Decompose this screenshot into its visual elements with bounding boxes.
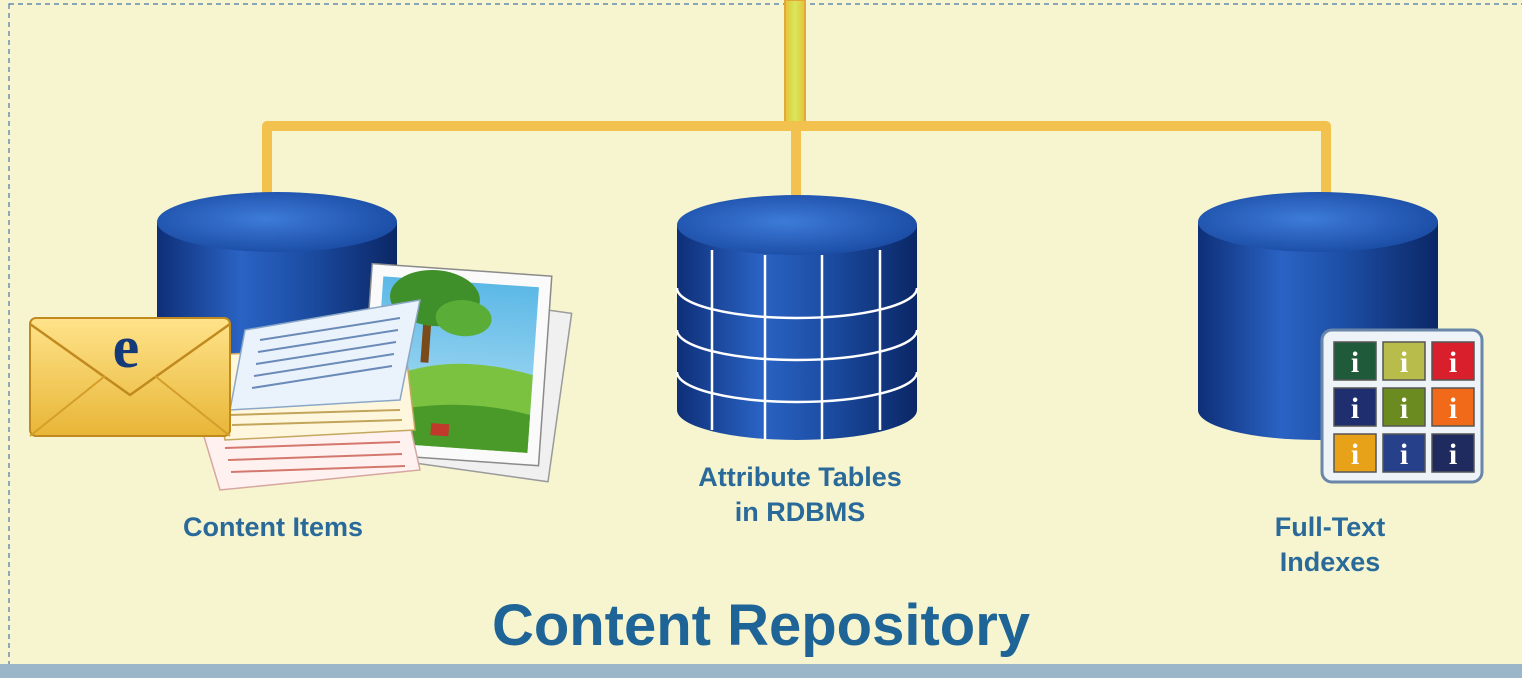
connector-lines: [262, 0, 1331, 205]
index-letter: i: [1400, 438, 1408, 471]
full-text-indexes-label: Full-Text Indexes: [1274, 512, 1386, 577]
index-letter: i: [1449, 438, 1457, 471]
index-letter: i: [1351, 346, 1359, 379]
trunk-connector: [784, 0, 806, 129]
index-letter: i: [1449, 392, 1457, 425]
index-letter: i: [1351, 438, 1359, 471]
bottom-strip: [0, 664, 1522, 678]
content-items-label: Content Items: [182, 512, 364, 542]
attribute-tables-label: Attribute Tables in RDBMS: [698, 462, 902, 527]
document-pages-icon: [189, 299, 421, 491]
email-envelope-icon: e: [29, 314, 231, 437]
index-letter: i: [1400, 346, 1408, 379]
index-letter: i: [1400, 392, 1408, 425]
index-letter: i: [1351, 392, 1359, 425]
attribute-tables-database-icon: [675, 195, 919, 440]
index-grid-icon: i i i i i i i i i: [1320, 328, 1484, 484]
index-letter: i: [1449, 346, 1457, 379]
diagram-title: Content Repository: [491, 593, 1031, 658]
email-letter: e: [113, 314, 140, 380]
dashed-frame: [8, 3, 1522, 678]
